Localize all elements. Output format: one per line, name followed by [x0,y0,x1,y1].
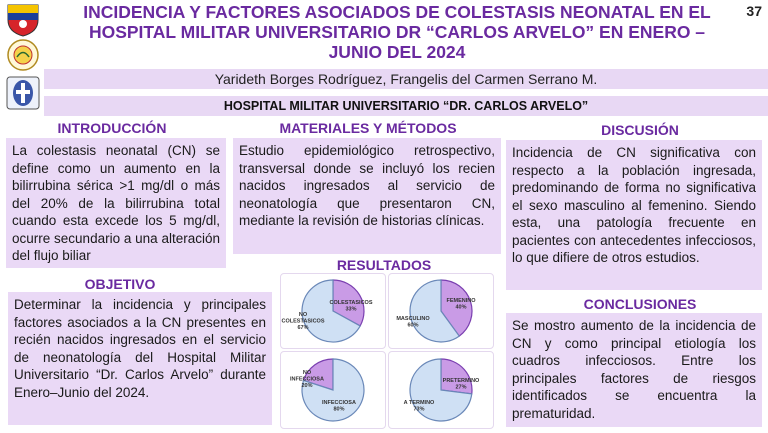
hospital-bar: HOSPITAL MILITAR UNIVERSITARIO “DR. CARL… [44,96,768,116]
methods-box: Estudio epidemiológico retrospectivo, tr… [233,138,501,254]
objective-box: Determinar la incidencia y principales f… [8,292,272,425]
discussion-text: Incidencia de CN significativa con respe… [512,145,756,265]
objective-text: Determinar la incidencia y principales f… [14,297,266,400]
pie-slice-pretermino [440,358,473,395]
logo-seal-icon [4,38,42,74]
discussion-box: Incidencia de CN significativa con respe… [506,140,762,290]
title-line-1: INCIDENCIA Y FACTORES ASOCIADOS DE COLES… [83,2,711,22]
discussion-title: DISCUSIÓN [601,122,679,138]
logo-hospital-icon [4,75,42,111]
poster-title: INCIDENCIA Y FACTORES ASOCIADOS DE COLES… [48,2,746,62]
conclusions-box: Se mostro aumento de la incidencia de CN… [506,313,762,427]
conclusions-text: Se mostro aumento de la incidencia de CN… [512,318,756,421]
logo-shield-icon [4,2,42,38]
pie-slice-colestasicos [332,279,365,327]
pie-slice-femenino [440,279,473,337]
pie-slice-a-termino [409,358,473,422]
intro-box: La colestasis neonatal (CN) se define co… [6,138,226,268]
intro-title: INTRODUCCIÓN [57,120,167,136]
conclusions-title: CONCLUSIONES [583,296,697,312]
methods-text: Estudio epidemiológico retrospectivo, tr… [239,143,495,228]
authors-bar: Yarideth Borges Rodríguez, Frangelis del… [44,69,768,89]
title-line-2: HOSPITAL MILITAR UNIVERSITARIO DR “CARLO… [88,22,706,42]
page-number: 37 [746,3,762,19]
pie-slice-infecciosa [301,358,365,422]
objective-title: OBJETIVO [84,276,156,292]
intro-text: La colestasis neonatal (CN) se define co… [12,143,220,263]
title-line-3: JUNIO DEL 2024 [328,42,466,62]
methods-title: MATERIALES Y MÉTODOS [279,120,457,136]
pie-slice-no-colestasicos [301,279,361,343]
results-title: RESULTADOS [336,257,432,273]
header [0,0,768,70]
pie-slice-masculino [409,279,461,343]
